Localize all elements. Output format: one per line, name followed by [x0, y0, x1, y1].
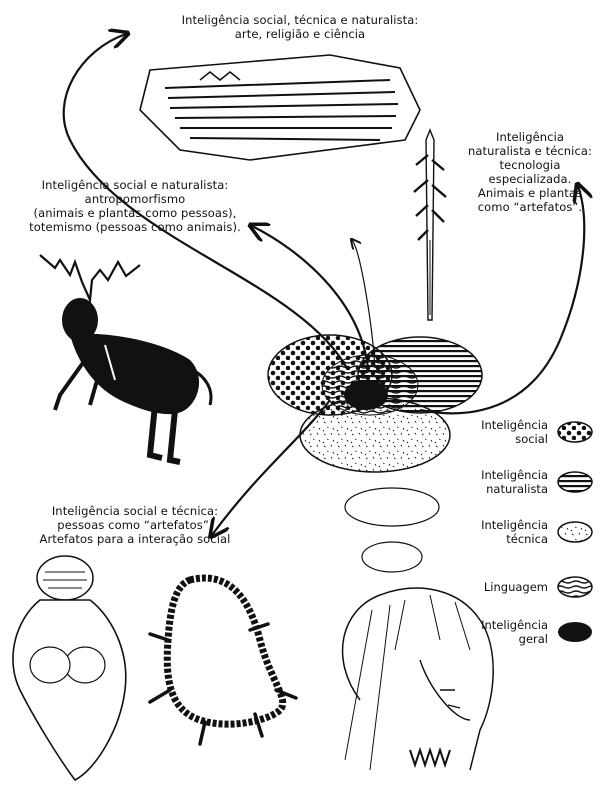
harpoon-icon — [414, 130, 446, 320]
label-sn-line-1: Inteligência social e naturalista: — [10, 178, 260, 192]
dots-pattern-icon — [556, 420, 594, 444]
label-sn-line-3: (animais e plantas como pessoas), — [10, 206, 260, 220]
ellipse-geral — [344, 380, 388, 410]
label-nt-line-5: Animais e plantas — [465, 186, 595, 200]
legend-item-geral: Inteligência geral — [481, 618, 594, 646]
deer-shaman-icon — [40, 255, 211, 462]
legend-item-tecnica: Inteligência técnica — [481, 518, 594, 546]
label-top: Inteligência social, técnica e naturalis… — [135, 13, 465, 41]
ellipse-small-2 — [362, 542, 422, 572]
legend-label: Inteligência técnica — [481, 518, 548, 546]
label-sn-line-2: antropomorfismo — [10, 192, 260, 206]
label-st-line-3: Artefatos para a interação social — [10, 532, 260, 546]
label-naturalista-tecnica: Inteligência naturalista e técnica: tecn… — [465, 130, 595, 214]
label-st-line-2: pessoas como “artefatos”. — [10, 518, 260, 532]
label-social-naturalista: Inteligência social e naturalista: antro… — [10, 178, 260, 234]
label-nt-line-2: naturalista e técnica: — [465, 144, 595, 158]
ellipse-small-1 — [345, 488, 439, 526]
stripes-pattern-icon — [556, 470, 594, 494]
legend-label: Linguagem — [484, 580, 548, 594]
engraved-plaque-icon — [140, 55, 420, 160]
label-nt-line-4: especializada. — [465, 172, 595, 186]
legend-label: Inteligência naturalista — [481, 468, 548, 496]
label-top-line-2: arte, religião e ciência — [135, 27, 465, 41]
legend-item-linguagem: Linguagem — [484, 575, 594, 599]
wavy-lines-pattern-icon — [556, 575, 594, 599]
label-social-tecnica: Inteligência social e técnica: pessoas c… — [10, 504, 260, 546]
venus-figurine-icon — [13, 556, 126, 780]
label-nt-line-1: Inteligência — [465, 130, 595, 144]
tooth-necklace-icon — [150, 578, 296, 744]
legend-label: Inteligência geral — [481, 618, 548, 646]
speckle-pattern-icon — [556, 520, 594, 544]
label-nt-line-6: como “artefatos”. — [465, 200, 595, 214]
human-head-icon — [343, 588, 494, 770]
label-top-line-1: Inteligência social, técnica e naturalis… — [135, 13, 465, 27]
ellipse-group — [268, 335, 482, 572]
solid-black-icon — [556, 620, 594, 644]
legend-item-naturalista: Inteligência naturalista — [481, 468, 594, 496]
legend-label: Inteligência social — [481, 418, 548, 446]
label-nt-line-3: tecnologia — [465, 158, 595, 172]
label-st-line-1: Inteligência social e técnica: — [10, 504, 260, 518]
label-sn-line-4: totemismo (pessoas como animais). — [10, 220, 260, 234]
legend-item-social: Inteligência social — [481, 418, 594, 446]
